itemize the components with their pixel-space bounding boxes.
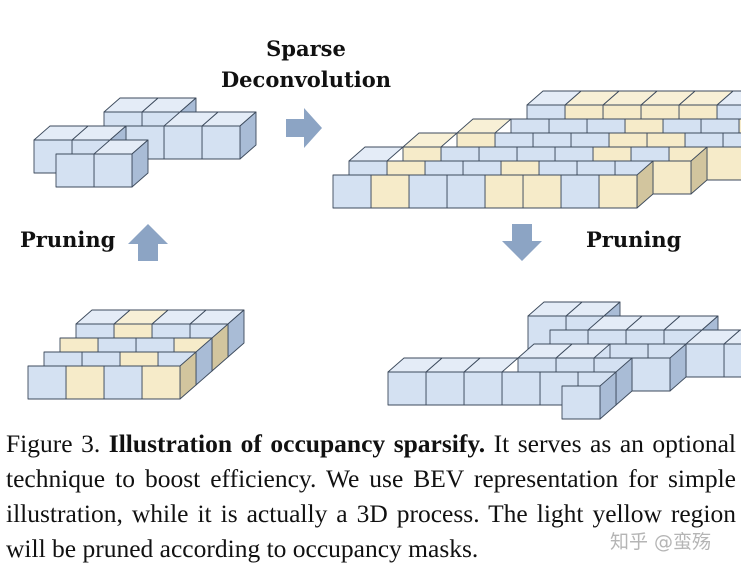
cube-front-face bbox=[484, 174, 524, 209]
cube-front-face bbox=[425, 371, 465, 406]
caption-prefix: Figure 3. bbox=[6, 429, 101, 458]
cube-front-face bbox=[163, 125, 203, 160]
pruned-sparse-grid-top-left bbox=[33, 97, 257, 188]
cube-front-face bbox=[93, 153, 133, 188]
sparse-deconvolution-label-line2: Deconvolution bbox=[221, 67, 391, 92]
pruning-label-right: Pruning bbox=[586, 227, 682, 252]
pruning-label-left: Pruning bbox=[20, 227, 116, 252]
cube-front-face bbox=[685, 343, 725, 378]
cube-front-face bbox=[723, 343, 741, 378]
cube-front-face bbox=[561, 385, 601, 420]
cube-front-face bbox=[560, 174, 600, 209]
cube-front-face bbox=[387, 371, 427, 406]
cube-front-face bbox=[103, 365, 143, 400]
occupancy-sparsify-diagram: Sparse Deconvolution Pruning Pruning bbox=[20, 36, 741, 420]
deconvolved-grid-top-right bbox=[332, 90, 741, 209]
cube-front-face bbox=[65, 365, 105, 400]
cube-front-face bbox=[370, 174, 410, 209]
cube-front-face bbox=[55, 153, 95, 188]
cube-top-face bbox=[402, 132, 458, 148]
cube-front-face bbox=[463, 371, 503, 406]
cube-front-face bbox=[201, 125, 241, 160]
cube-front-face bbox=[332, 174, 372, 209]
arrow-up-icon bbox=[128, 224, 168, 261]
arrow-right-icon bbox=[286, 108, 322, 148]
cube-front-face bbox=[631, 357, 671, 392]
caption-body: It serves as an optional technique to bo… bbox=[6, 429, 737, 563]
cube-top-face bbox=[348, 146, 404, 162]
cube-front-face bbox=[27, 365, 67, 400]
cube-front-face bbox=[408, 174, 448, 209]
cube-front-face bbox=[706, 146, 741, 181]
cube-front-face bbox=[446, 174, 486, 209]
pruned-grid-bottom-right bbox=[387, 301, 741, 420]
caption-title: Illustration of occupancy sparsify. bbox=[108, 429, 486, 458]
sparse-deconvolution-label-line1: Sparse bbox=[266, 36, 346, 61]
cube-front-face bbox=[652, 160, 692, 195]
watermark: 知乎 @蛮殇 bbox=[610, 531, 712, 553]
cube-top-face bbox=[456, 118, 512, 134]
dense-grid-bottom-left bbox=[27, 309, 245, 400]
figure-caption: Figure 3. Illustration of occupancy spar… bbox=[6, 426, 736, 566]
cube-front-face bbox=[522, 174, 562, 209]
cube-front-face bbox=[598, 174, 638, 209]
arrow-down-icon bbox=[502, 224, 542, 261]
cube-front-face bbox=[501, 371, 541, 406]
cube-front-face bbox=[141, 365, 181, 400]
